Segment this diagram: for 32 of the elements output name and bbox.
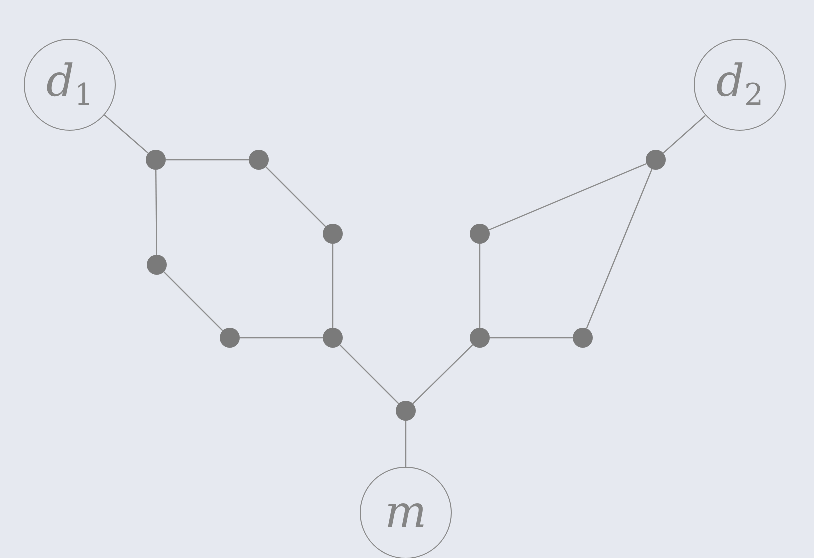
vertex-dot xyxy=(146,150,166,170)
connector-line xyxy=(340,344,400,404)
connector-line xyxy=(156,170,158,255)
connector-line xyxy=(164,272,224,332)
vertex-dot xyxy=(249,150,269,170)
connector-line xyxy=(240,337,323,339)
node-circle xyxy=(24,39,116,131)
vertex-dot xyxy=(220,328,240,348)
connector-line xyxy=(166,159,249,161)
connector-line xyxy=(488,163,648,231)
vertex-dot xyxy=(323,224,343,244)
connector-line xyxy=(332,244,334,328)
vertex-dot xyxy=(470,224,490,244)
node-circle xyxy=(694,39,786,131)
connector-line xyxy=(405,421,407,467)
connector-line xyxy=(412,344,474,404)
vertex-dot xyxy=(323,328,343,348)
node-label: m xyxy=(385,491,427,535)
node-circle xyxy=(360,467,452,558)
node-label: d$_{2}$ xyxy=(716,60,764,110)
vertex-dot xyxy=(646,150,666,170)
vertex-dot xyxy=(573,328,593,348)
vertex-dot xyxy=(147,255,167,275)
connector-line xyxy=(663,115,706,154)
connector-line xyxy=(490,337,573,339)
connector-line xyxy=(104,114,149,154)
node-label: d$_{1}$ xyxy=(46,60,94,110)
connector-line xyxy=(479,244,481,328)
connector-line xyxy=(266,166,326,228)
connector-line xyxy=(586,169,653,329)
vertex-dot xyxy=(396,401,416,421)
vertex-dot xyxy=(470,328,490,348)
